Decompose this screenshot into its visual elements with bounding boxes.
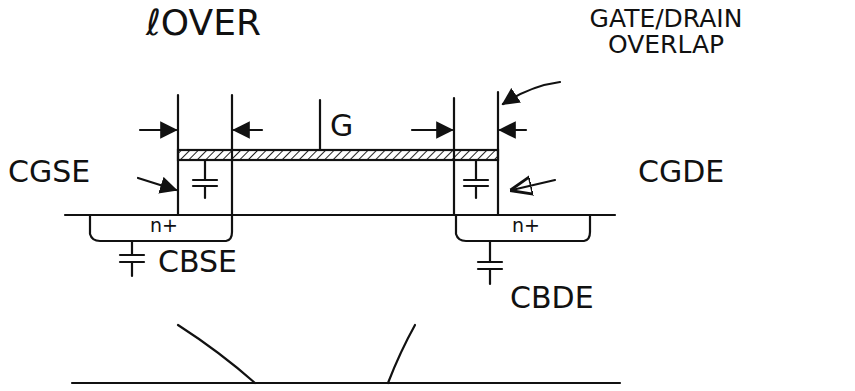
capacitance-label: CBSE	[158, 246, 237, 278]
drain-diffusion	[456, 215, 590, 241]
dimension-label: ℓOVER	[146, 4, 261, 42]
capacitance-label: CGDE	[638, 156, 724, 188]
capacitance-label: CBDE	[510, 282, 594, 314]
doping-label: n+	[150, 216, 178, 236]
dimension-label: G	[330, 110, 353, 142]
capacitance-label: CGSE	[8, 156, 90, 188]
source-diffusion	[90, 215, 232, 241]
callout-label: GATE/DRAIN OVERLAP	[566, 6, 766, 59]
gate-electrode	[178, 150, 498, 160]
doping-label: n+	[512, 216, 540, 236]
